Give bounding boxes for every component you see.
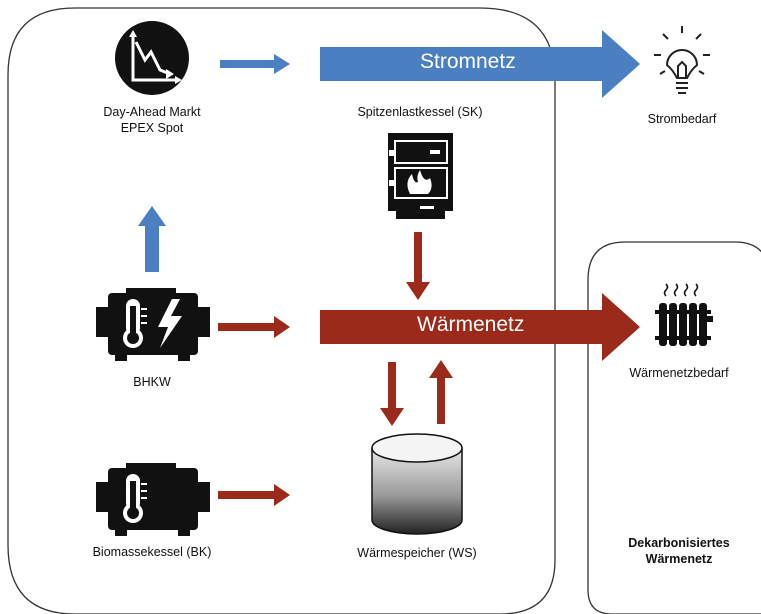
day-ahead-label: Day-Ahead Markt EPEX Spot	[62, 104, 242, 136]
waermenetz-label: Wärmenetz	[417, 313, 525, 336]
bhkw-label: BHKW	[133, 375, 171, 389]
bhkw-to-market-arrow	[138, 206, 166, 272]
waermespeicher-label: Wärmespeicher (WS)	[357, 546, 477, 560]
heatnet-to-storage-arrow	[380, 362, 404, 426]
biomass-to-storage-arrow	[218, 484, 290, 506]
day-ahead-line1: Day-Ahead Markt	[103, 105, 201, 119]
bhkw-to-heatnet-arrow	[218, 316, 290, 338]
market-to-grid-arrow	[220, 54, 290, 74]
strombedarf-label: Strombedarf	[647, 112, 717, 126]
waermenetzbedarf-label: Wärmenetzbedarf	[629, 366, 729, 380]
biomasse-label: Biomassekessel (BK)	[92, 545, 212, 559]
market-chart-icon	[115, 21, 189, 95]
chp-engine-icon	[96, 288, 210, 361]
stromnetz-arrow	[320, 30, 640, 98]
peak-boiler-icon	[388, 133, 453, 219]
spitzenlast-label: Spitzenlastkessel (SK)	[357, 105, 483, 119]
dekarbonisiert-label: Dekarbonisiertes Wärmenetz	[609, 535, 749, 567]
dekarbonisiert-line1: Dekarbonisiertes	[628, 536, 730, 550]
boiler-to-heatnet-arrow	[406, 232, 430, 300]
day-ahead-line2: EPEX Spot	[120, 121, 184, 135]
heat-storage-tank-icon	[371, 433, 463, 535]
lightbulb-icon	[654, 26, 710, 94]
radiator-icon	[655, 283, 713, 346]
waermenetz-arrow	[320, 293, 640, 361]
storage-to-heatnet-arrow	[429, 360, 453, 424]
stromnetz-label: Stromnetz	[420, 50, 516, 73]
system-boundary	[7, 7, 556, 614]
decarbonized-network-boundary	[587, 241, 761, 614]
biomass-boiler-icon	[96, 463, 210, 536]
dekarbonisiert-line2: Wärmenetz	[645, 552, 713, 566]
